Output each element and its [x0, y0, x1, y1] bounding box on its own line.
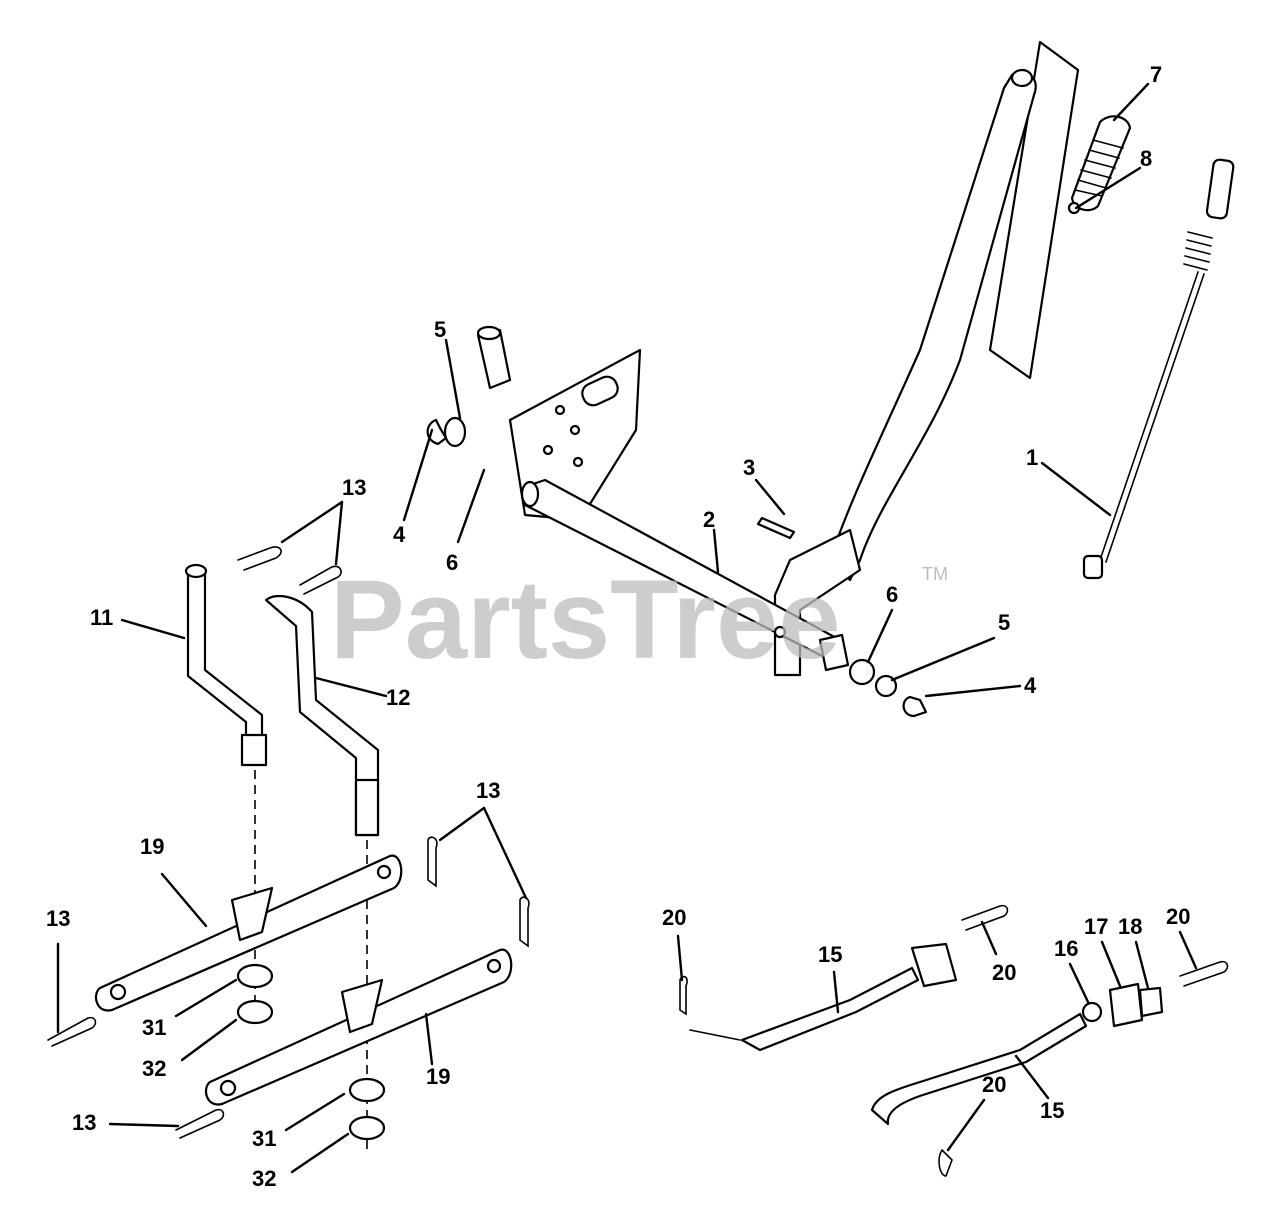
hairpin-clip [961, 904, 1009, 931]
plate-hole [569, 424, 581, 436]
fitting-18 [1138, 986, 1164, 1018]
callout-2: 2 [703, 507, 715, 532]
callout-6: 6 [886, 582, 898, 607]
link-hole [376, 864, 392, 880]
callout-11: 11 [90, 605, 113, 630]
lever-tube-end [1010, 68, 1034, 88]
callout-5: 5 [998, 610, 1010, 635]
callout-12: 12 [386, 685, 410, 710]
link-end [1082, 554, 1104, 580]
watermark-tm: TM [922, 564, 948, 584]
hairpin-clip [1179, 960, 1229, 987]
grip-pin [1067, 201, 1081, 215]
hairpin-clip [427, 836, 438, 888]
callout-32: 32 [142, 1056, 166, 1081]
callout-16: 16 [1054, 936, 1078, 961]
adjust-rod-lower [870, 1012, 1088, 1126]
hairpin-clip [47, 1016, 97, 1047]
callout-13: 13 [72, 1110, 96, 1135]
link-sleeve [1205, 158, 1235, 220]
arm-11-top [184, 563, 208, 579]
block-17 [1108, 982, 1144, 1028]
plate-hole [572, 456, 584, 468]
nut-32 [348, 1115, 386, 1141]
callout-31: 31 [142, 1015, 166, 1040]
callout-5: 5 [434, 317, 446, 342]
callout-1: 1 [1026, 445, 1038, 470]
clip-right [902, 695, 928, 718]
link-hole [219, 1079, 237, 1097]
arm-11-thread [240, 733, 268, 767]
nut-32 [236, 999, 274, 1025]
link-rod [1099, 271, 1205, 563]
washer-top [443, 416, 467, 448]
watermark: PartsTree [330, 557, 841, 682]
callout-17: 17 [1084, 914, 1108, 939]
bushing-top-end [476, 325, 502, 341]
plate-hole [542, 444, 554, 456]
guide-line-short [689, 1029, 741, 1041]
callout-31: 31 [252, 1126, 276, 1151]
callout-20: 20 [982, 1072, 1006, 1097]
hairpin-clip [299, 565, 342, 595]
callout-20: 20 [1166, 904, 1190, 929]
adjust-rod-upper [740, 966, 920, 1052]
link-hole [486, 958, 502, 974]
nut-16 [1081, 1001, 1103, 1023]
hairpin-clip [938, 1149, 953, 1177]
callout-20: 20 [662, 905, 686, 930]
callout-13: 13 [46, 906, 70, 931]
hairpin-clip [679, 975, 688, 1016]
link-spring [1183, 231, 1213, 271]
callout-19: 19 [426, 1064, 450, 1089]
lift-link-upper-boss [230, 886, 274, 942]
callout-6: 6 [446, 550, 458, 575]
arm-12-thread [354, 778, 380, 837]
callout-15: 15 [818, 942, 842, 967]
callout-15: 15 [1040, 1098, 1064, 1123]
grip-ridges [1074, 139, 1124, 197]
lift-link-lower-boss [340, 978, 384, 1034]
callout-4: 4 [393, 522, 406, 547]
lift-arm-12 [264, 594, 380, 837]
callout-18: 18 [1118, 914, 1142, 939]
plate-hole [554, 404, 566, 416]
hairpin-clip [175, 1108, 225, 1139]
hairpin-clip [519, 896, 530, 948]
washer-right-a [848, 658, 876, 686]
callout-4: 4 [1024, 673, 1037, 698]
leader-lines [56, 82, 1198, 1174]
callout-3: 3 [743, 455, 755, 480]
washer-right-b [874, 674, 898, 698]
link-hole [109, 983, 127, 1001]
lift-arm-11 [186, 570, 264, 762]
shaft-end [520, 480, 540, 508]
callout-19: 19 [140, 834, 164, 859]
callout-8: 8 [1140, 146, 1152, 171]
column-sleeve [988, 40, 1080, 380]
cotter-pin [756, 516, 796, 540]
callout-13: 13 [342, 475, 366, 500]
callout-32: 32 [252, 1166, 276, 1191]
hairpin-clip [237, 546, 282, 571]
spacer-31 [348, 1077, 386, 1103]
lift-lever [828, 71, 1037, 582]
callout-20: 20 [992, 960, 1016, 985]
bushing-right [818, 633, 850, 672]
shaft-hole [773, 625, 787, 639]
spacer-31 [236, 963, 274, 989]
plate-slot [581, 375, 619, 407]
callout-7: 7 [1150, 62, 1162, 87]
callout-13: 13 [476, 778, 500, 803]
adjust-rod-upper-block [910, 942, 958, 988]
